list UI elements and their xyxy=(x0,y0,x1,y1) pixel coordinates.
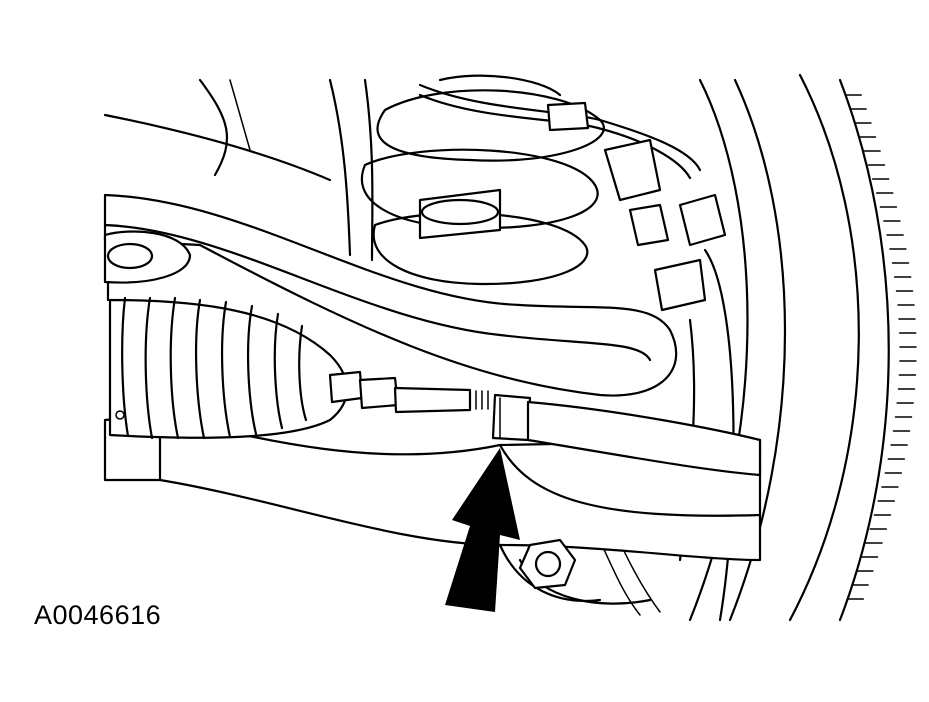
callout-arrow xyxy=(445,448,520,612)
lower-nut xyxy=(518,538,577,590)
brake-hose xyxy=(418,83,735,622)
brake-rotor-teeth xyxy=(838,78,917,622)
coil-spring xyxy=(360,74,605,286)
mount-bracket xyxy=(103,230,192,302)
control-arm xyxy=(103,193,678,397)
frame-upper xyxy=(103,78,374,262)
steering-boot xyxy=(108,296,348,440)
tie-rod xyxy=(328,370,762,477)
figure-id-label: A0046616 xyxy=(34,600,162,630)
